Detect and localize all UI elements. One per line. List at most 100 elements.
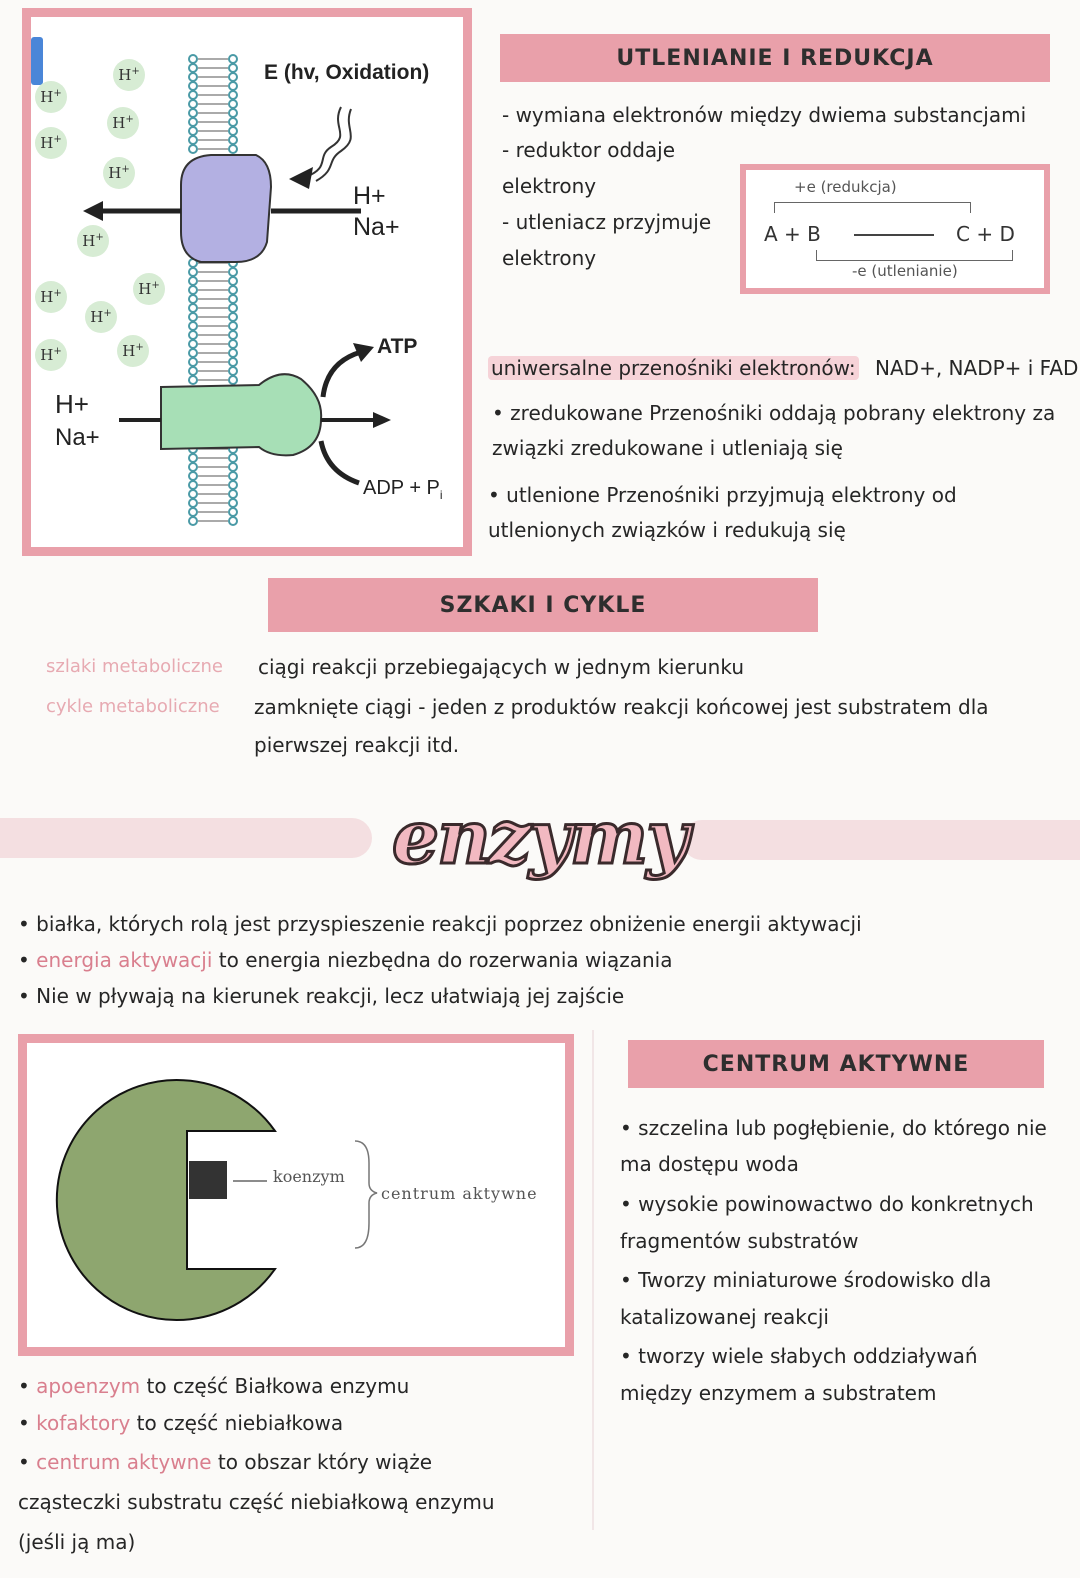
equation-products: C + D xyxy=(956,222,1015,246)
proton-charge: + xyxy=(125,114,134,125)
bullet-dot: • xyxy=(18,1450,37,1474)
adp-text: ADP + P xyxy=(363,477,440,499)
enzyme-bullet-3: Nie w pływają na kierunek reakcji, lecz … xyxy=(18,978,624,1014)
proton-bubble: H+ xyxy=(35,281,67,313)
bullet-dot: • xyxy=(18,948,37,972)
lipid-head xyxy=(228,507,238,517)
equation-bottom-bracket xyxy=(816,250,1013,261)
title-left-stripe xyxy=(0,818,372,858)
proton-bubble: H+ xyxy=(113,59,145,91)
column-divider xyxy=(592,1030,594,1530)
lipid-head xyxy=(188,90,198,100)
proton-bubble: H+ xyxy=(133,273,165,305)
atp-label: ATP xyxy=(377,335,418,358)
carriers-row: uniwersalne przenośniki elektronów: NAD+… xyxy=(488,350,1078,386)
lipid-head xyxy=(228,339,238,349)
lipid-head xyxy=(228,126,238,136)
lipid-head xyxy=(188,357,198,367)
lipid-head xyxy=(228,144,238,154)
proton-charge: + xyxy=(131,66,140,77)
lipid-head xyxy=(228,375,238,385)
lipid-head xyxy=(228,54,238,64)
lipid-head xyxy=(188,63,198,73)
active-line-2: ma dostępu woda xyxy=(620,1152,799,1176)
equation-top-bracket xyxy=(774,202,971,213)
equation-arrow xyxy=(854,234,934,236)
energy-label: E (hv, Oxidation) xyxy=(264,61,430,84)
right-h-ion: H+ xyxy=(353,182,386,210)
lipid-head xyxy=(188,507,198,517)
part-bullet-3-line2: cząsteczki substratu część niebiałkową e… xyxy=(18,1490,495,1514)
active-line-8: między enzymem a substratem xyxy=(620,1381,937,1405)
proton-symbol: H+ xyxy=(82,232,104,250)
pathway-def-2a: zamknięte ciągi - jeden z produktów reak… xyxy=(254,695,989,719)
proton-symbol: H+ xyxy=(138,280,160,298)
equation-top-label: +e (redukcja) xyxy=(794,178,897,196)
enzymes-title: enzymy xyxy=(391,794,691,883)
lipid-head xyxy=(188,321,198,331)
active-line-5: • Tworzy miniaturowe środowisko dla xyxy=(620,1268,992,1292)
green-atp-synthase xyxy=(160,373,323,457)
proton-charge: + xyxy=(121,164,130,175)
proton-charge: + xyxy=(103,308,112,319)
enzyme-diagram xyxy=(55,1079,378,1321)
proton-charge: + xyxy=(53,134,62,145)
lipid-head xyxy=(188,480,198,490)
carrier-bullet-1: zredukowane Przenośniki oddają pobrany e… xyxy=(492,395,1055,431)
proton-symbol: H+ xyxy=(112,114,134,132)
lipid-head xyxy=(228,72,238,82)
lipid-head xyxy=(228,312,238,322)
enzyme-bullet-2-rest: to energia niezbędna do rozerwania wiąza… xyxy=(212,948,673,972)
lipid-head xyxy=(228,462,238,472)
lipid-head xyxy=(228,276,238,286)
carrier-bullet-2-cont: utlenionych związków i redukują się xyxy=(488,518,846,542)
enzyme-bullet-2: • energia aktywacji to energia niezbędna… xyxy=(18,942,672,978)
purple-transport-protein xyxy=(180,154,273,263)
lipid-head xyxy=(188,108,198,118)
equation-bottom-label: -e (utlenianie) xyxy=(852,262,958,280)
redox-line-4: - utleniacz przyjmuje xyxy=(502,210,712,234)
lipid-head xyxy=(188,276,198,286)
proton-charge: + xyxy=(95,232,104,243)
proton-charge: + xyxy=(151,280,160,291)
equation-reactants: A + B xyxy=(764,222,821,246)
lipid-head xyxy=(188,516,198,526)
pathway-def-1: ciągi reakcji przebiegających w jednym k… xyxy=(258,655,744,679)
carrier-bullet-1-cont: związki zredukowane i utleniają się xyxy=(492,436,843,460)
redox-line-3: elektrony xyxy=(502,174,597,198)
lipid-head xyxy=(188,366,198,376)
proton-bubble: H+ xyxy=(35,339,67,371)
lipid-head xyxy=(228,294,238,304)
part-bullet-3: • centrum aktywne to obszar który wiąże xyxy=(18,1444,432,1480)
proton-symbol: H+ xyxy=(122,342,144,360)
lipid-head xyxy=(228,267,238,277)
lipid-head xyxy=(188,81,198,91)
proton-symbol: H+ xyxy=(40,288,62,306)
lipid-head xyxy=(188,72,198,82)
lipid-head xyxy=(228,63,238,73)
redox-line-1: - wymiana elektronów między dwiema subst… xyxy=(502,103,1027,127)
enzyme-figure-frame: koenzym centrum aktywne xyxy=(18,1034,574,1356)
adp-sub: i xyxy=(439,488,443,502)
lipid-head xyxy=(188,135,198,145)
membrane-figure-frame: H+ H+ H+ H+ H+ H+ H+ H+ H+ H+ H+ E (hv, Oxidation)… xyxy=(22,8,472,556)
pathway-def-2b: pierwszej reakcji itd. xyxy=(254,733,460,757)
lipid-head xyxy=(188,339,198,349)
proton-symbol: H+ xyxy=(40,88,62,106)
lipid-head xyxy=(188,489,198,499)
part-bullet-1-hl: apoenzym xyxy=(36,1374,141,1398)
lipid-head xyxy=(188,294,198,304)
active-center-header: CENTRUM AKTYWNE xyxy=(628,1040,1044,1088)
lipid-head xyxy=(228,81,238,91)
left-na-ion: Na+ xyxy=(55,424,100,451)
proton-bubble: H+ xyxy=(85,301,117,333)
part-bullet-2-hl: kofaktory xyxy=(36,1411,131,1435)
membrane-diagram xyxy=(31,37,391,527)
active-line-7: • tworzy wiele słabych oddziaływań xyxy=(620,1344,978,1368)
proton-symbol: H+ xyxy=(118,66,140,84)
title-right-stripe xyxy=(682,820,1080,860)
bullet-dot: • xyxy=(18,1411,37,1435)
bullet-dot: • xyxy=(18,1374,37,1398)
redox-header: UTLENIANIE I REDUKCJA xyxy=(500,34,1050,82)
left-h-ion: H+ xyxy=(55,389,89,419)
